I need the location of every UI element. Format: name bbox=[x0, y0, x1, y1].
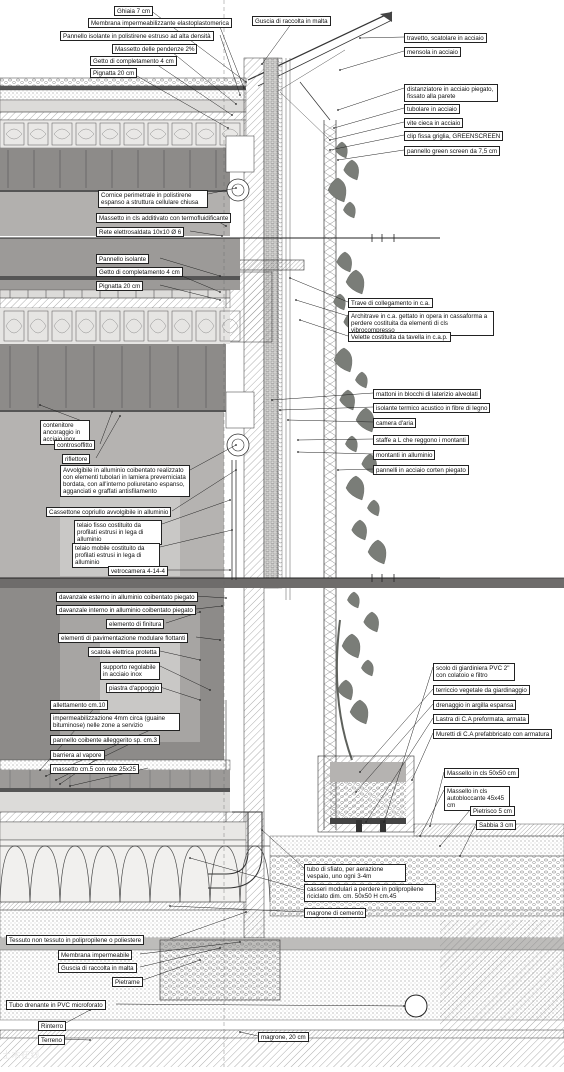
label-scolo-giardiniera: scolo di giardiniera PVC 2" con colatoio… bbox=[433, 663, 515, 681]
label-mensola: mensola in acciaio bbox=[404, 47, 461, 58]
label-distanziatore: distanziatore in acciaio piegato, fissat… bbox=[404, 84, 498, 102]
label-getto-completamento-top: Getto di completamento 4 cm bbox=[90, 56, 177, 67]
label-tubo-sfiato: tubo di sfiato, per aerazione vespaio, u… bbox=[304, 864, 406, 882]
label-elementi-pavimentazione: elementi di pavimentazione modulare flot… bbox=[58, 633, 189, 644]
label-tubo-drenante: Tubo drenante in PVC microforato bbox=[6, 1000, 106, 1011]
label-guscia-raccolta-malta-top: Guscia di raccolta in malta bbox=[252, 16, 331, 27]
label-muretti-ca: Muretti di C.A prefabbricato con armatur… bbox=[433, 729, 553, 740]
label-davanzale-esterno: davanzale esterno in alluminio coibentat… bbox=[56, 592, 198, 603]
label-piastra: piastra d'appoggio bbox=[106, 683, 163, 694]
label-tessuto-non-tessuto: Tessuto non tessuto in polipropilene o p… bbox=[6, 935, 145, 946]
label-pannello-coibente: pannello coibente alleggerito sp. cm.3 bbox=[50, 735, 160, 746]
label-vetrocamera: vetrocamera 4-14-4 bbox=[108, 566, 168, 577]
label-impermeabilizzazione: impermeabilizzazione 4mm circa (guaine b… bbox=[50, 713, 180, 731]
label-terreno: Terreno bbox=[38, 1035, 65, 1046]
mid-floor-slab bbox=[0, 238, 241, 412]
label-magrone-20: magrone, 20 cm bbox=[258, 1032, 309, 1043]
vent-pipe bbox=[208, 811, 263, 889]
label-getto-completamento-mid: Getto di completamento 4 cm bbox=[96, 267, 183, 278]
label-massetto-pendenze: Massetto delle pendenze 2% bbox=[112, 44, 198, 55]
label-staffe: staffe a L che reggono i montanti bbox=[373, 435, 469, 446]
label-massello-cls: Massello in cls 50x50 cm bbox=[444, 768, 519, 779]
label-mattoni: mattoni in blocchi di laterizio alveolat… bbox=[373, 389, 481, 400]
label-casseri: casseri modulari a perdere in polipropil… bbox=[304, 884, 436, 902]
label-trave-collegamento: Trave di collegamento in c.a. bbox=[348, 298, 433, 309]
label-membrana-elasto: Membrana impermeabilizzante elastoplasto… bbox=[88, 18, 232, 29]
label-allettamento: allettamento cm.10 bbox=[50, 700, 109, 711]
ventilated-crawlspace bbox=[0, 839, 271, 911]
label-clip-fissa: clip fissa griglia, GREENSCREEN bbox=[404, 131, 504, 142]
label-cassettone: Cassettone copriullo avvolgibile in allu… bbox=[46, 507, 172, 518]
section-axis-lines bbox=[0, 0, 440, 1067]
label-guscia-raccolta-malta-bot: Guscia di raccolta in malta bbox=[58, 963, 137, 974]
label-sabbia: Sabbia 3 cm bbox=[476, 820, 517, 831]
label-riflettore: riflettore bbox=[62, 454, 91, 465]
label-isolante-termico: isolante termico acustico in fibre di le… bbox=[373, 403, 491, 414]
label-travetto: travetto, scatolare in acciaio bbox=[404, 33, 487, 44]
label-pietrisco: Pietrisco 5 cm bbox=[470, 806, 515, 817]
label-ghiaia: Ghiaia 7 cm bbox=[114, 6, 154, 17]
label-pietrame: Pietrame bbox=[112, 977, 143, 988]
label-telaio-fisso: telaio fisso costituito da profilati est… bbox=[74, 520, 162, 545]
label-telaio-mobile: telaio mobile costituito da profilati es… bbox=[72, 543, 160, 568]
label-elemento-finitura: elemento di finitura bbox=[106, 619, 165, 630]
label-barriera-vapore: barriera al vapore bbox=[50, 750, 105, 761]
label-cornice: Cornice perimetrale in polistirene espan… bbox=[98, 190, 208, 208]
label-pignatta-mid: Pignatta 20 cm bbox=[96, 281, 144, 292]
label-pignatta-top: Pignatta 20 cm bbox=[90, 68, 138, 79]
label-pannello-isolante-polistirene: Pannello isolante in polistirene estruso… bbox=[60, 31, 214, 42]
label-pannello-isolante-mid: Pannello isolante bbox=[96, 254, 150, 265]
green-screen-lattice bbox=[323, 120, 337, 830]
label-drenaggio: drenaggio in argilla espansa bbox=[433, 700, 517, 711]
watermark-logo: 土木在线 bbox=[2, 1050, 41, 1060]
label-velette: Velette costituita da tavella in c.a.p. bbox=[348, 332, 451, 343]
exterior-wall bbox=[225, 57, 305, 939]
label-massetto-rete: massetto cm.5 con rete 25x25 bbox=[50, 764, 139, 775]
label-massetto-cls: Massetto in cls additivato con termoflui… bbox=[96, 213, 232, 224]
label-membrana-impermeabile: Membrana impermeabile bbox=[58, 950, 133, 961]
label-controsoffitto: controsoffitto bbox=[54, 440, 96, 451]
label-leader-lines bbox=[39, 9, 477, 1041]
label-vite-cieca: vite cieca in acciaio bbox=[404, 118, 464, 129]
label-architrave: Architrave in c.a. gettato in opera in c… bbox=[348, 311, 494, 336]
label-scatola-elettrica: scatola elettrica protetta bbox=[88, 647, 160, 658]
planter-box bbox=[317, 755, 415, 833]
label-montanti: montanti in alluminio bbox=[373, 450, 436, 461]
label-davanzale-interno: davanzale interno in alluminio coibentat… bbox=[56, 605, 196, 616]
label-terriccio: terriccio vegetale da giardinaggio bbox=[433, 685, 530, 696]
label-pannelli-corten: pannelli in acciaio corten piegato bbox=[373, 465, 469, 476]
label-avvolgibile: Avvolgibile in alluminio coibentato real… bbox=[60, 465, 190, 497]
label-lastra-ca: Lastra di C.A preformata, armata bbox=[433, 714, 529, 725]
label-rinterro: Rinterro bbox=[38, 1021, 67, 1032]
label-tubolare: tubolare in acciaio bbox=[404, 104, 460, 115]
label-pannello-green: pannello green screen da 7,5 cm bbox=[404, 146, 501, 157]
label-supporto-regolabile: supporto regolabile in acciaio inox bbox=[100, 662, 160, 680]
climbing-plant bbox=[327, 141, 387, 761]
label-rete-elettrosaldata: Rete elettrosaldata 10x10 Ø 6 bbox=[96, 227, 185, 238]
roof-layers bbox=[0, 77, 247, 236]
label-magrone-cemento: magrone di cemento bbox=[304, 908, 367, 919]
label-camera-aria: camera d'aria bbox=[373, 418, 417, 429]
